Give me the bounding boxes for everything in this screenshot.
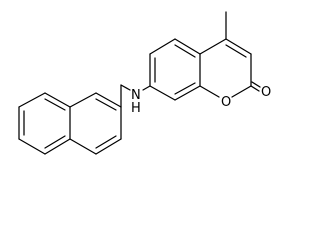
- ring-oxygen-label: O: [221, 95, 231, 110]
- naphthalene-right-ring: [69, 92, 122, 155]
- methylene-amine-linker: [120, 84, 151, 108]
- amine-nitrogen-label: N: [131, 88, 141, 103]
- amine-hydrogen-label: H: [131, 101, 141, 116]
- naphthalene-left-ring: [18, 92, 71, 155]
- carbonyl-oxygen-label: O: [261, 85, 271, 100]
- molecule-structure-diagram: N H O O: [18, 11, 271, 155]
- coumarin-benzo-ring: [149, 38, 201, 101]
- coumarin-pyranone-ring: [199, 11, 261, 98]
